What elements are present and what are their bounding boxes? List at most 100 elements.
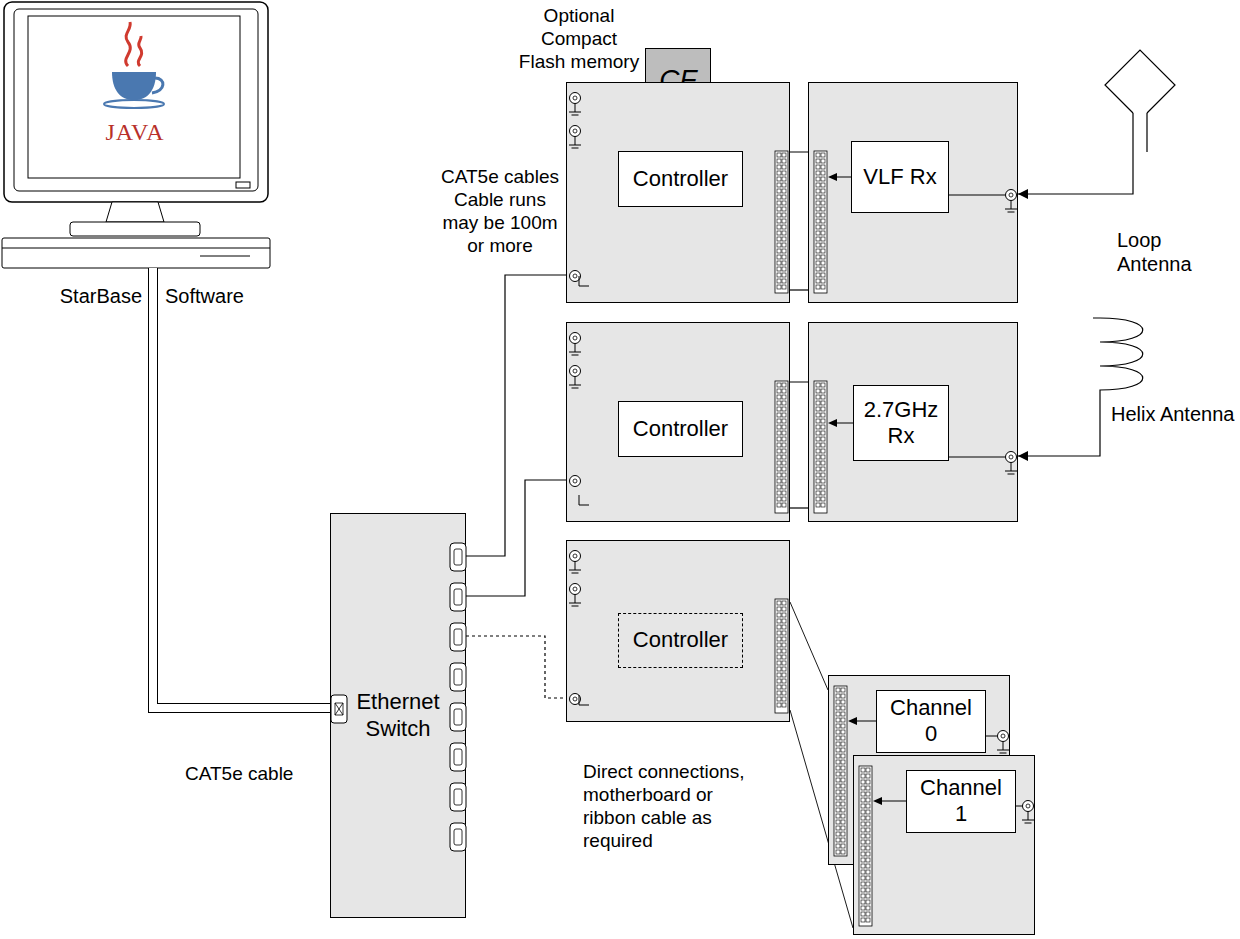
- header-pin: [836, 724, 840, 728]
- header-pin: [782, 619, 786, 623]
- header-pin: [782, 255, 786, 259]
- header-pin: [782, 225, 786, 229]
- header-pin: [782, 383, 786, 387]
- connector-line: [1018, 455, 1095, 456]
- header-pin: [816, 261, 820, 265]
- text-box: VLF Rx: [851, 141, 949, 213]
- header-pin: [777, 249, 781, 253]
- connector-line: [1018, 193, 1095, 194]
- ground-symbol: [569, 344, 581, 356]
- header-pin: [782, 467, 786, 471]
- board-graphic: [1095, 310, 1240, 470]
- header-pin: [777, 389, 781, 393]
- signal-wire: [949, 195, 1005, 196]
- header-pin: [777, 273, 781, 277]
- header-pin: [841, 700, 845, 704]
- node-text: Helix Antenna: [1111, 402, 1238, 426]
- header-pin: [836, 748, 840, 752]
- node-text: 2.7GHz Rx: [861, 397, 941, 450]
- header-pin: [816, 237, 820, 241]
- text-box: 2.7GHz Rx: [853, 385, 949, 461]
- header-pin: [777, 703, 781, 707]
- cable-connector: [790, 508, 808, 509]
- header-pin: [777, 619, 781, 623]
- note-label: Optional Compact Flash memory: [516, 4, 642, 73]
- coax-connector: [570, 366, 581, 377]
- header-pin: [836, 754, 840, 758]
- header-pin: [821, 159, 825, 163]
- header-pin: [821, 249, 825, 253]
- connector-pin: [573, 479, 577, 483]
- header-pin: [821, 231, 825, 235]
- network-cable: [153, 312, 330, 708]
- cable-note: CAT5e cables Cable runs may be 100m or m…: [438, 165, 562, 257]
- header-pin: [777, 479, 781, 483]
- header-pin: [861, 900, 865, 904]
- header-pin: [777, 661, 781, 665]
- header-pin: [816, 449, 820, 453]
- header-pin: [836, 844, 840, 848]
- connector-pin: [573, 587, 577, 591]
- header-pin: [861, 882, 865, 886]
- connector-pin: [573, 96, 577, 100]
- header-pin: [816, 425, 820, 429]
- header-pin: [777, 401, 781, 405]
- header-pin: [782, 419, 786, 423]
- header-pin: [782, 201, 786, 205]
- header-pin: [861, 858, 865, 862]
- header-pin: [777, 637, 781, 641]
- header-pin: [821, 437, 825, 441]
- header-pin: [821, 243, 825, 247]
- note-label: Direct connections, motherboard or ribbo…: [583, 760, 753, 852]
- header-pin: [777, 643, 781, 647]
- header-pin: [816, 383, 820, 387]
- pin-header: [775, 599, 788, 713]
- connector-line: [466, 275, 566, 556]
- header-pin: [777, 607, 781, 611]
- node-text: Channel 0: [886, 695, 976, 748]
- header-pin: [782, 213, 786, 217]
- header-pin: [816, 389, 820, 393]
- connector-pin: [573, 697, 577, 701]
- ground-symbol: [569, 137, 581, 149]
- node-text: Software: [165, 284, 270, 308]
- header-pin: [777, 485, 781, 489]
- header-pin: [782, 153, 786, 157]
- header-pin: [777, 667, 781, 671]
- ground-symbol: [569, 377, 581, 389]
- header-pin: [816, 189, 820, 193]
- header-pin: [816, 213, 820, 217]
- header-pin: [816, 159, 820, 163]
- header-pin: [782, 673, 786, 677]
- header-pin: [777, 407, 781, 411]
- header-pin: [782, 237, 786, 241]
- header-pin: [782, 243, 786, 247]
- header-pin: [816, 395, 820, 399]
- header-pin: [816, 401, 820, 405]
- header-pin: [836, 718, 840, 722]
- header-pin: [777, 685, 781, 689]
- header-pin: [782, 697, 786, 701]
- header-pin: [821, 401, 825, 405]
- header-pin: [836, 706, 840, 710]
- header-pin: [861, 840, 865, 844]
- monitor-bevel: [14, 9, 258, 191]
- header-pin: [841, 796, 845, 800]
- cable-connector: [1018, 194, 1095, 195]
- connector-line: [790, 602, 828, 690]
- header-pin: [861, 786, 865, 790]
- cable-connector: [790, 602, 828, 690]
- header-pin: [777, 165, 781, 169]
- node-text: Controller: [633, 166, 728, 192]
- coax-connector: [570, 551, 581, 562]
- header-pin: [782, 449, 786, 453]
- header-pin: [777, 449, 781, 453]
- header-pin: [782, 455, 786, 459]
- header-pin: [841, 712, 845, 716]
- header-pin: [861, 846, 865, 850]
- header-pin: [777, 267, 781, 271]
- header-pin: [821, 431, 825, 435]
- header-pin: [866, 828, 870, 832]
- header-pin: [866, 774, 870, 778]
- header-pin: [777, 261, 781, 265]
